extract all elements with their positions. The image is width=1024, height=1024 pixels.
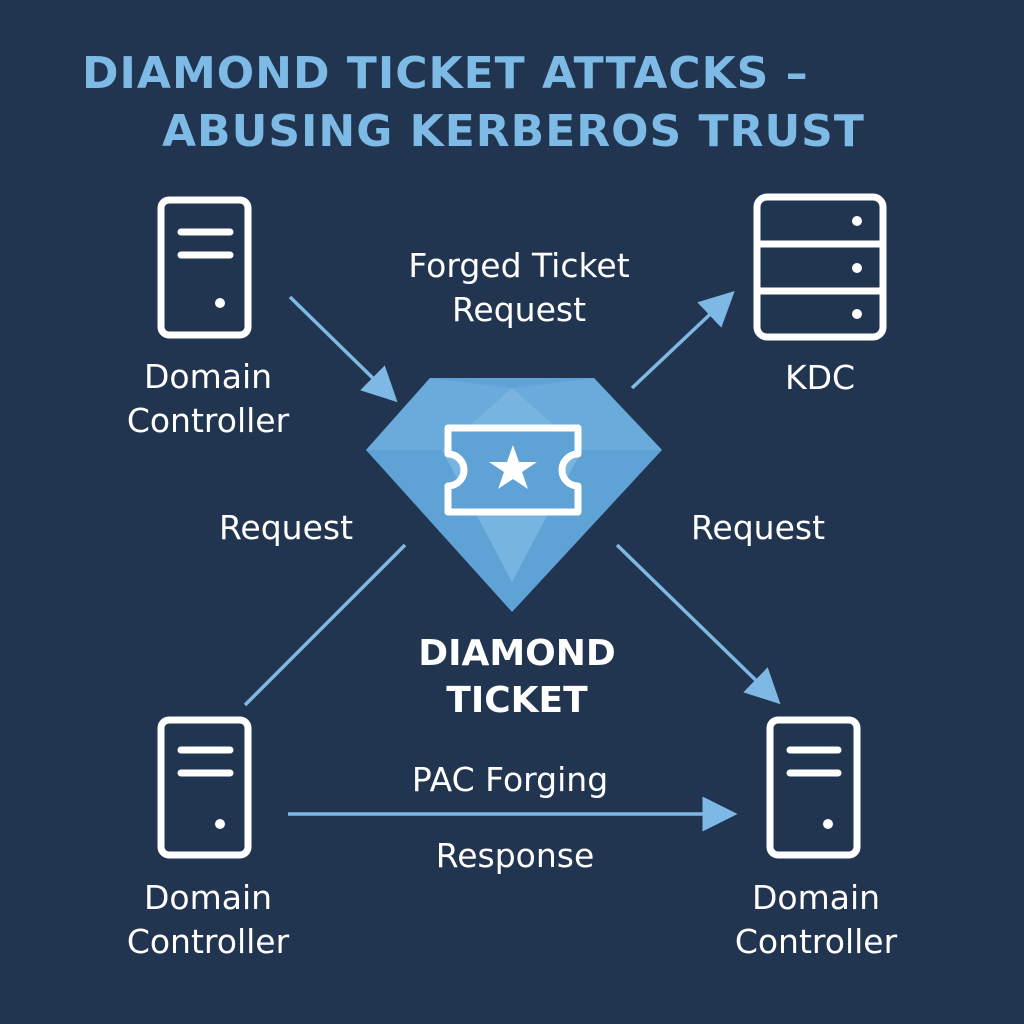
node-label-bottom-left: Domain Controller [108,876,308,964]
connector-bottom-left-to-ticket [243,543,407,707]
node-label-line: Controller [734,922,898,961]
diagram-title-line-2: ABUSING KERBEROS TRUST [162,106,865,157]
node-label-line: Domain [143,878,273,917]
edge-label-line: Request [451,290,587,329]
node-label-kdc: KDC [740,356,900,400]
edge-label-request-left: Request [218,508,354,547]
arrow-ticket-to-kdc [630,290,735,390]
node-label-line: TICKET [446,680,588,721]
diamond-ticket-icon [366,378,662,612]
edge-label-response: Response [435,836,595,875]
edge-label-forged-request: Forged Ticket Request [388,244,650,332]
node-label-line: Controller [126,922,290,961]
edge-label-pac-forging: PAC Forging [411,760,609,799]
node-label-line: Domain [143,357,273,396]
server-rack-icon [753,193,887,341]
node-label-line: Controller [126,401,290,440]
server-icon [766,716,861,859]
arrow-ticket-to-bottom-right [615,543,781,705]
server-icon [157,716,252,859]
edge-label-request-right: Request [690,508,826,547]
node-label-top-left: Domain Controller [108,355,308,443]
node-label-line: Domain [751,878,881,917]
node-label-line: KDC [784,358,856,397]
node-label-line: DIAMOND [418,633,616,674]
edge-label-line: Forged Ticket [408,246,630,285]
center-node-label: DIAMOND TICKET [392,630,642,724]
arrow-top-left-to-ticket [288,295,398,403]
diagram-title-line-1: DIAMOND TICKET ATTACKS – [82,48,809,99]
server-icon [157,196,252,339]
node-label-bottom-right: Domain Controller [716,876,916,964]
